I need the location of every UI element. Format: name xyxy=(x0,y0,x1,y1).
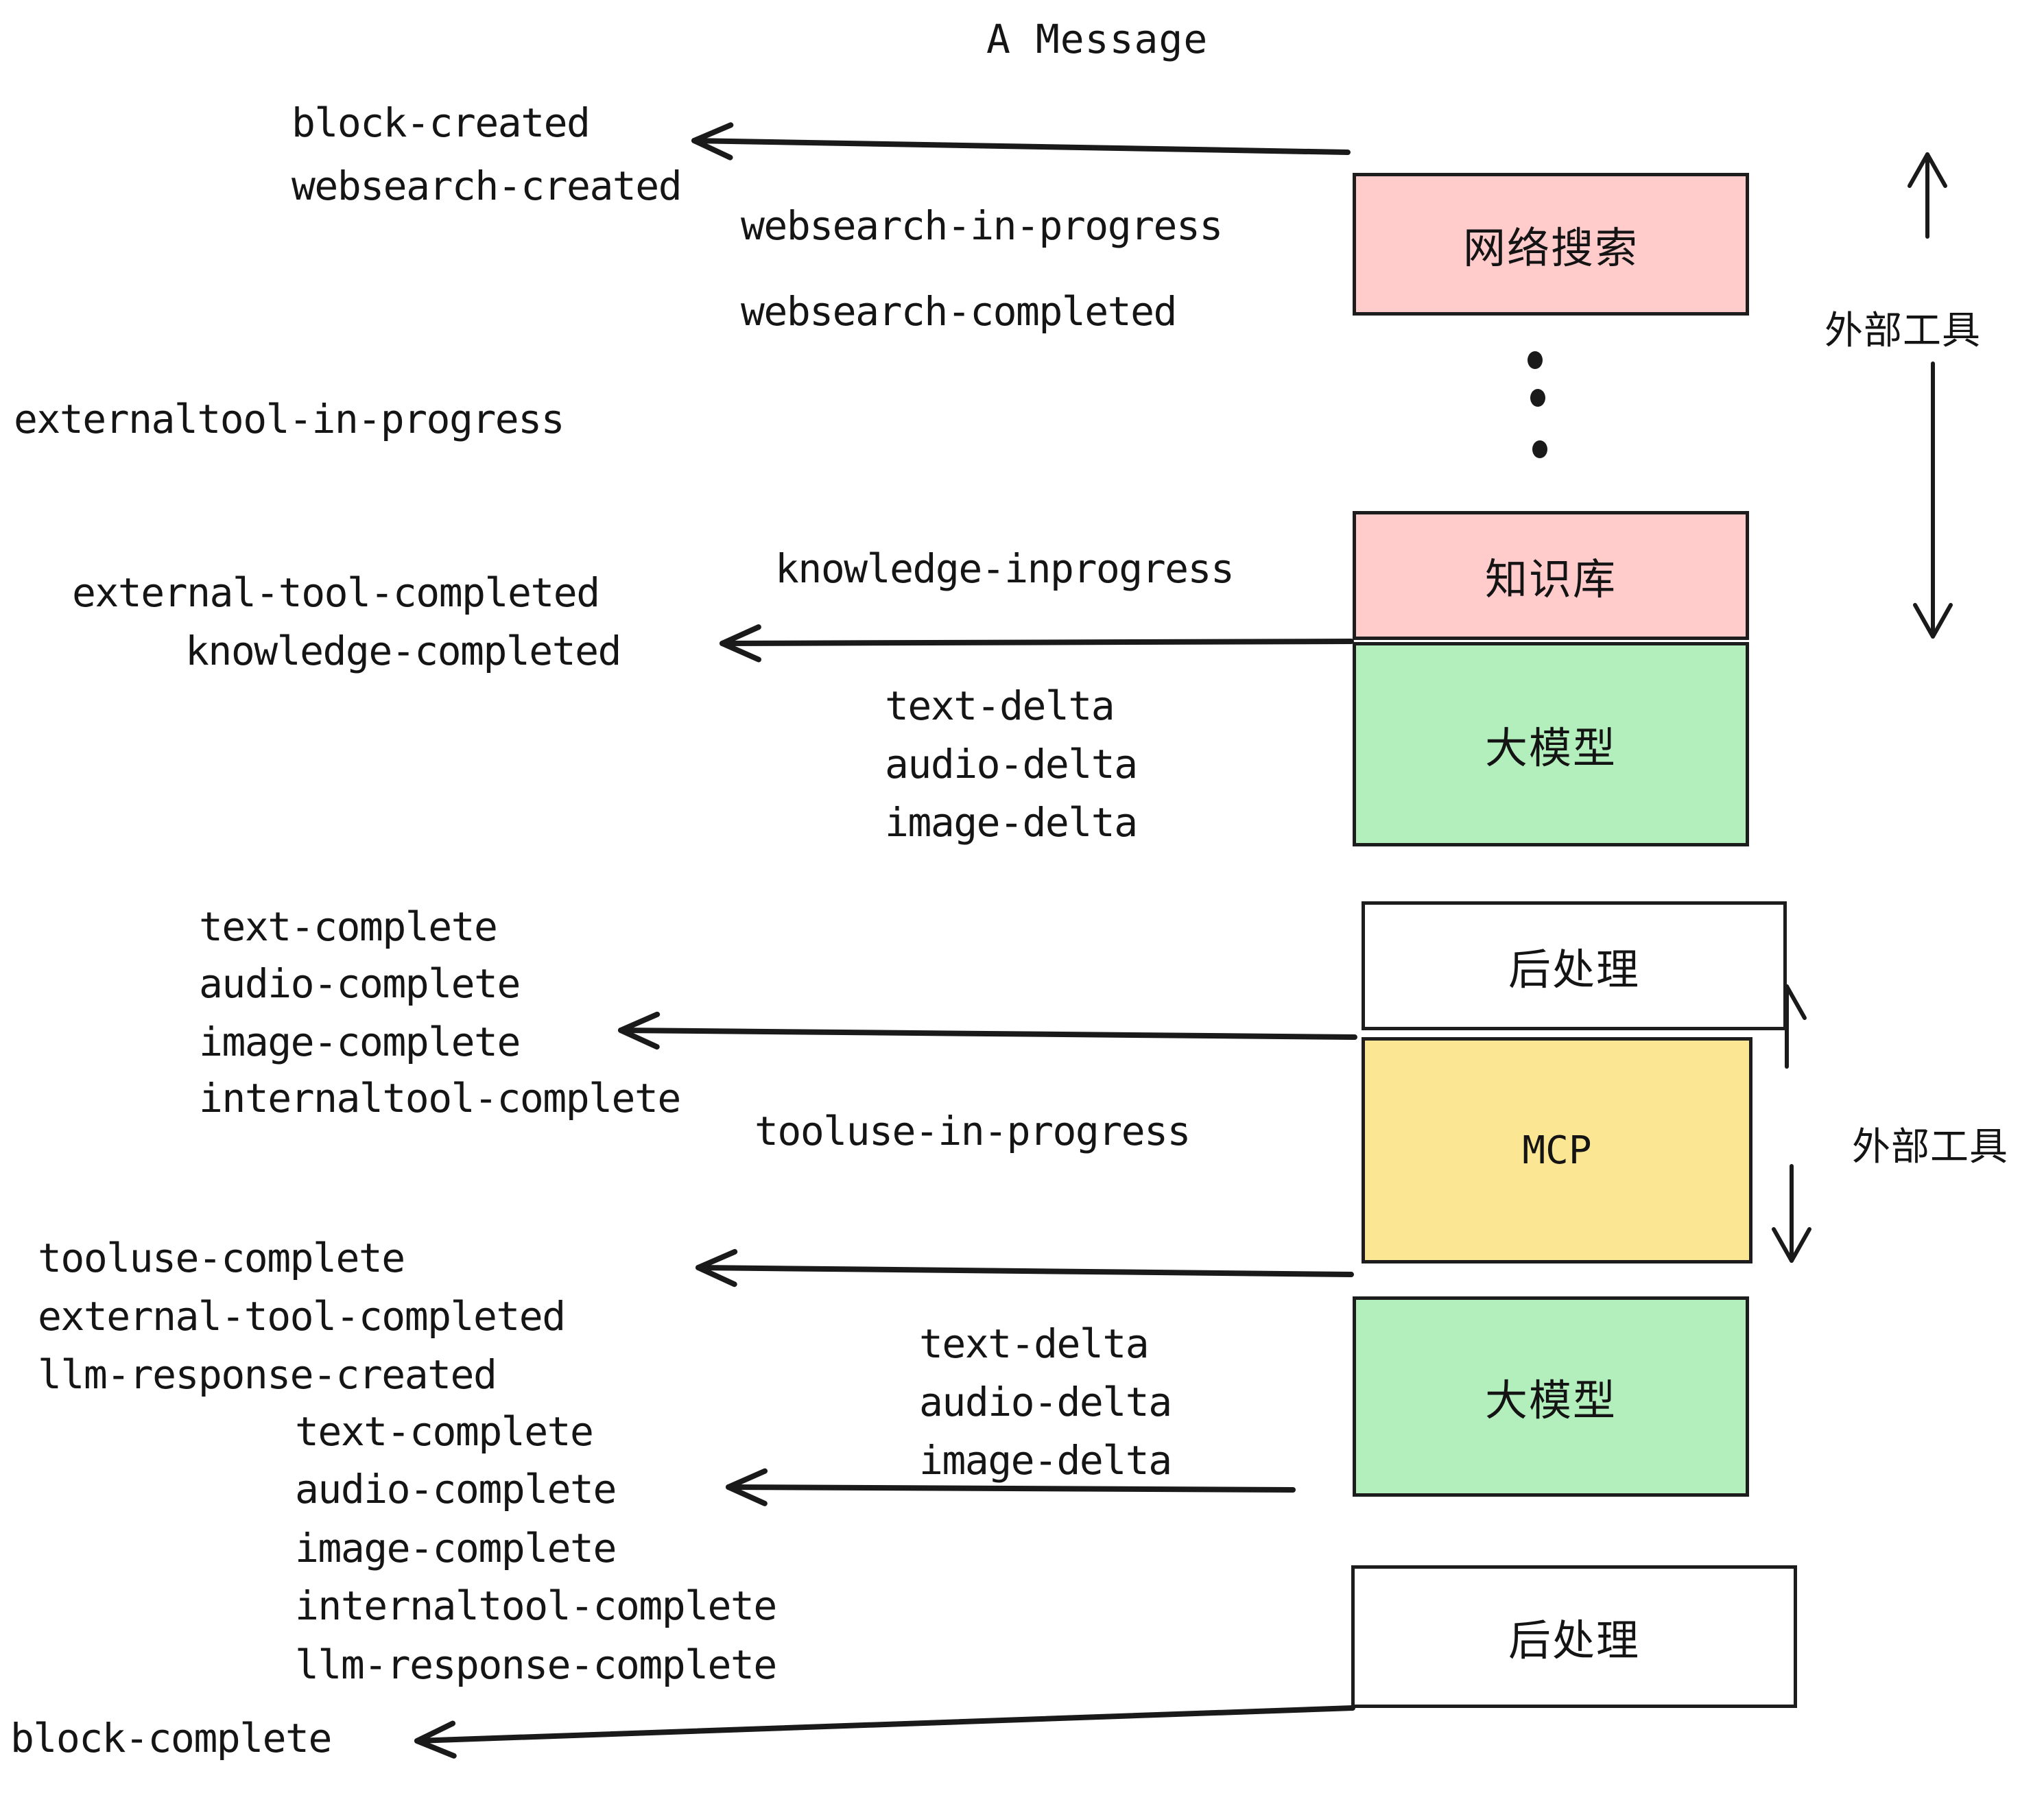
arrow-tooluse-complete-head xyxy=(696,1248,738,1287)
event-label: externaltool-in-progress xyxy=(14,396,565,442)
side-label-external-tools-top: 外部工具 xyxy=(1825,309,1981,353)
event-label: external-tool-completed xyxy=(38,1293,566,1340)
arrow-tooluse-complete-line xyxy=(696,1265,1354,1277)
event-label: tooluse-complete xyxy=(38,1235,405,1281)
event-label: llm-response-complete xyxy=(295,1641,777,1688)
side-label-external-tools-bottom: 外部工具 xyxy=(1852,1125,2008,1170)
event-label: internaltool-complete xyxy=(199,1075,681,1121)
event-label: audio-complete xyxy=(295,1466,617,1512)
arrow-knowledge-completed-line xyxy=(720,639,1354,646)
event-label: knowledge-inprogress xyxy=(775,545,1235,592)
event-label: image-complete xyxy=(295,1525,617,1571)
component-box-websearch: 网络搜索 xyxy=(1353,173,1749,316)
ellipsis-dot xyxy=(1530,389,1545,407)
event-label: block-complete xyxy=(10,1715,332,1761)
event-label: text-complete xyxy=(295,1408,594,1455)
arrow-image-complete-line xyxy=(618,1028,1357,1040)
event-label: websearch-created xyxy=(292,163,682,209)
event-label: image-delta xyxy=(919,1437,1172,1484)
component-box-mcp: MCP xyxy=(1362,1037,1752,1263)
page-title: A Message xyxy=(986,16,1209,62)
arrow-image-complete-head xyxy=(618,1011,661,1050)
event-label: audio-delta xyxy=(919,1379,1172,1425)
external-tools-bottom-down-head xyxy=(1772,1227,1811,1263)
arrow-audio-complete-head xyxy=(726,1468,768,1506)
arrow-knowledge-completed-head xyxy=(720,624,762,663)
event-label: websearch-completed xyxy=(741,288,1177,335)
component-box-post-2: 后处理 xyxy=(1351,1565,1797,1708)
event-label: image-delta xyxy=(885,799,1138,846)
event-label: websearch-in-progress xyxy=(741,202,1223,249)
event-label: audio-delta xyxy=(885,741,1138,787)
ellipsis-dot xyxy=(1532,440,1547,458)
component-box-knowledge: 知识库 xyxy=(1353,511,1749,640)
event-label: text-delta xyxy=(919,1320,1150,1367)
event-label: image-complete xyxy=(199,1019,521,1065)
event-label: block-created xyxy=(292,99,591,146)
external-tools-top-down-head xyxy=(1913,603,1953,639)
event-label: knowledge-completed xyxy=(185,628,621,674)
ellipsis-dot xyxy=(1528,351,1543,369)
event-label: audio-complete xyxy=(199,960,521,1007)
event-label: internaltool-complete xyxy=(295,1582,777,1629)
arrow-block-created-head xyxy=(691,122,734,161)
arrow-block-created-line xyxy=(691,138,1351,155)
arrow-block-complete-line xyxy=(414,1705,1355,1744)
event-label: external-tool-completed xyxy=(72,569,600,616)
component-box-post-1: 后处理 xyxy=(1362,901,1787,1030)
external-tools-top-up-head xyxy=(1908,152,1947,188)
arrow-block-complete-head xyxy=(414,1720,457,1759)
component-box-llm-1: 大模型 xyxy=(1353,642,1749,846)
event-label: tooluse-in-progress xyxy=(754,1108,1191,1154)
event-label: text-delta xyxy=(885,683,1115,729)
event-label: llm-response-created xyxy=(38,1351,497,1398)
component-box-llm-2: 大模型 xyxy=(1353,1296,1749,1497)
arrow-audio-complete-line xyxy=(726,1484,1296,1493)
event-label: text-complete xyxy=(199,903,498,950)
